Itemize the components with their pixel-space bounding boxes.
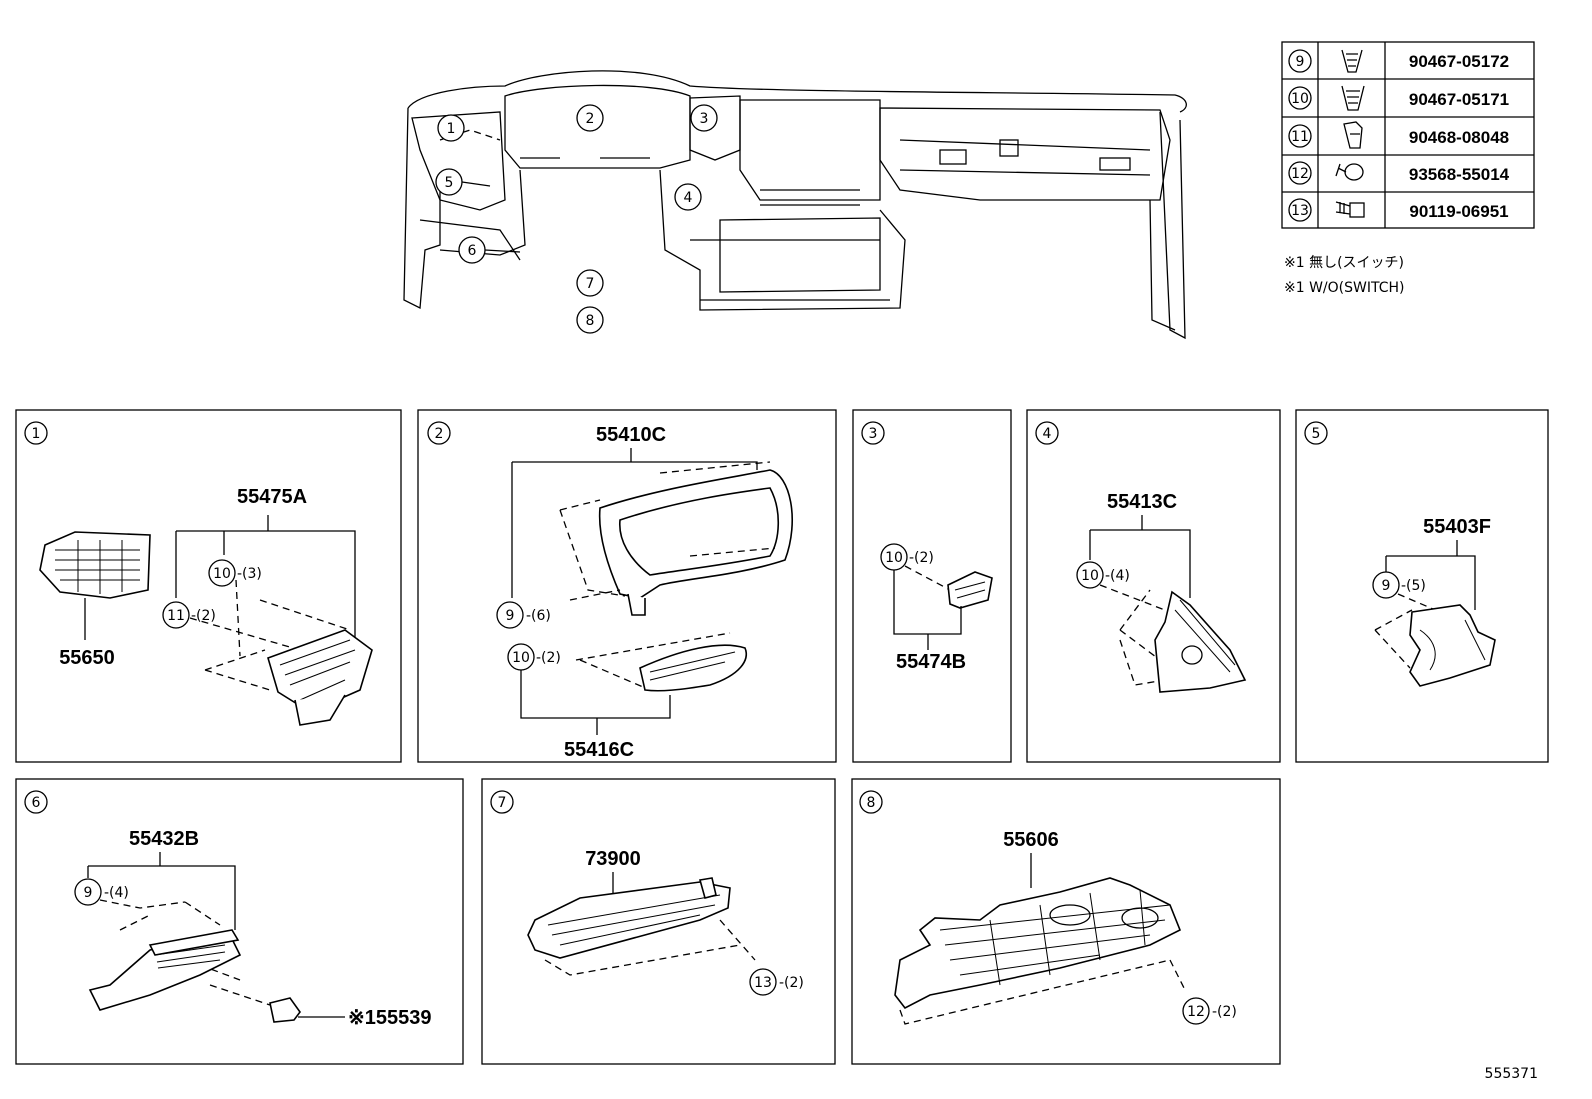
cluster-finish-panel-part bbox=[598, 469, 793, 616]
legend-part-13: 90119-06951 bbox=[1409, 202, 1508, 221]
fastener-ref: 10 bbox=[885, 550, 903, 566]
part-label-55403F: 55403F bbox=[1423, 516, 1491, 538]
legend-ref-10: 10 bbox=[1291, 91, 1309, 107]
overview-callouts: 1 2 3 4 5 6 7 8 bbox=[435, 104, 718, 334]
part-label-73900: 73900 bbox=[585, 848, 641, 870]
lower-finish-panel-part bbox=[1154, 590, 1247, 693]
fastener-qty: -(5) bbox=[1401, 578, 1426, 594]
fastener-qty: -(6) bbox=[526, 608, 551, 624]
panel-7: 7 73900 13 -(2) bbox=[481, 778, 836, 1065]
fastener-ref: 10 bbox=[1081, 568, 1099, 584]
callout-5: 5 bbox=[445, 175, 454, 191]
part-label-55539: ※155539 bbox=[348, 1007, 432, 1029]
switch-base-part bbox=[269, 997, 301, 1023]
part-label-55432B: 55432B bbox=[129, 828, 199, 850]
clip-icon bbox=[1343, 121, 1363, 149]
panel-index: 5 bbox=[1312, 426, 1321, 442]
callout-7: 7 bbox=[586, 276, 595, 292]
callout-4: 4 bbox=[684, 190, 693, 206]
fastener-qty: -(4) bbox=[1105, 568, 1130, 584]
note-japanese: ※1 無し(スイッチ) bbox=[1284, 255, 1404, 271]
fastener-qty: -(3) bbox=[237, 566, 262, 582]
figure-id: 555371 bbox=[1485, 1066, 1538, 1082]
vent-grille-part bbox=[39, 531, 151, 599]
fastener-qty: -(2) bbox=[909, 550, 934, 566]
legend-part-12: 93568-55014 bbox=[1409, 165, 1510, 184]
panel-8: 8 55606 12 -(2) bbox=[851, 778, 1281, 1065]
callout-6: 6 bbox=[468, 243, 477, 259]
legend-ref-11: 11 bbox=[1291, 129, 1309, 145]
panel-3: 3 10 -(2) 55474B bbox=[852, 409, 1012, 763]
note-english: ※1 W/O(SWITCH) bbox=[1284, 280, 1404, 296]
fastener-ref: 10 bbox=[213, 566, 231, 582]
part-label-55410C: 55410C bbox=[596, 424, 666, 446]
legend-ref-9: 9 bbox=[1296, 54, 1305, 70]
legend-part-11: 90468-08048 bbox=[1409, 128, 1509, 147]
callout-2: 2 bbox=[586, 111, 595, 127]
part-label-55650: 55650 bbox=[59, 647, 115, 669]
fastener-qty: -(2) bbox=[779, 975, 804, 991]
legend-part-9: 90467-05172 bbox=[1409, 52, 1509, 71]
panel-5: 5 55403F 9 -(5) bbox=[1295, 409, 1549, 763]
clip-icon bbox=[1341, 49, 1363, 73]
legend-part-10: 90467-05171 bbox=[1409, 90, 1509, 109]
knee-panel-part bbox=[1409, 604, 1496, 687]
panel-index: 7 bbox=[498, 795, 507, 811]
part-label-55413C: 55413C bbox=[1107, 491, 1177, 513]
fastener-qty: -(2) bbox=[191, 608, 216, 624]
bolt-icon bbox=[1335, 201, 1365, 218]
fastener-ref: 13 bbox=[754, 975, 772, 991]
callout-1: 1 bbox=[447, 121, 456, 137]
legend-ref-13: 13 bbox=[1291, 203, 1309, 219]
fastener-qty: -(2) bbox=[536, 650, 561, 666]
panel-1: 1 55475A 10 -(3) 11 -(2) 55650 bbox=[15, 409, 402, 763]
fastener-ref: 12 bbox=[1187, 1004, 1205, 1020]
panel-index: 8 bbox=[867, 795, 876, 811]
panel-6: 6 55432B 9 -(4) ※155539 bbox=[15, 778, 464, 1065]
under-cover-part bbox=[894, 877, 1182, 1010]
switch-bezel-part bbox=[947, 571, 993, 609]
fastener-ref: 9 bbox=[1382, 578, 1391, 594]
panel-index: 6 bbox=[32, 795, 41, 811]
part-label-55475A: 55475A bbox=[237, 486, 307, 508]
clip-icon bbox=[1341, 85, 1365, 111]
vent-housing-part bbox=[267, 629, 373, 726]
part-label-55416C: 55416C bbox=[564, 739, 634, 761]
callout-3: 3 bbox=[700, 111, 709, 127]
fastener-qty: -(2) bbox=[1212, 1004, 1237, 1020]
panel-4: 4 55413C 10 -(4) bbox=[1026, 409, 1281, 763]
legend-ref-12: 12 bbox=[1291, 166, 1309, 182]
screw-icon bbox=[1335, 163, 1364, 181]
panel-index: 3 bbox=[869, 426, 878, 442]
airbag-assembly-part bbox=[527, 877, 731, 959]
dashboard-overview-illustration bbox=[403, 70, 1187, 340]
lower-cluster-panel-part bbox=[639, 644, 747, 692]
fastener-qty: -(4) bbox=[104, 885, 129, 901]
part-label-55606: 55606 bbox=[1003, 829, 1059, 851]
lower-center-panel-part bbox=[88, 929, 242, 1011]
part-label-55474B: 55474B bbox=[896, 651, 966, 673]
panel-index: 1 bbox=[32, 426, 41, 442]
fastener-ref: 10 bbox=[512, 650, 530, 666]
panel-index: 2 bbox=[435, 426, 444, 442]
fastener-ref: 11 bbox=[167, 608, 185, 624]
fastener-ref: 9 bbox=[84, 885, 93, 901]
panel-2: 2 55410C 9 -(6) 10 -(2) 55416C bbox=[417, 409, 837, 763]
fastener-legend-table: 9 90467-05172 10 90467-05171 11 90468-08… bbox=[1281, 41, 1535, 229]
panel-index: 4 bbox=[1043, 426, 1052, 442]
fastener-ref: 9 bbox=[506, 608, 515, 624]
callout-8: 8 bbox=[586, 313, 595, 329]
